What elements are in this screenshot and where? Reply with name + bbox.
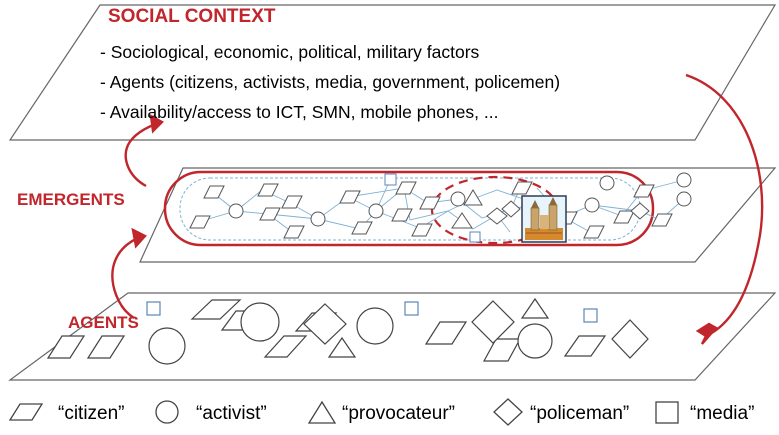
context-line-ict: - Availability/access to ICT, SMN, mobil…	[100, 102, 499, 122]
context-line-factors: - Sociological, economic, political, mil…	[100, 42, 480, 62]
social-context-title: SOCIAL CONTEXT	[108, 6, 276, 27]
provocateur-legend-icon	[307, 400, 337, 424]
legend-policeman-label: “policeman”	[530, 403, 630, 424]
legend-activist-label: “activist”	[196, 403, 267, 424]
emergents-boundary	[163, 170, 655, 247]
agents-plane	[8, 292, 777, 381]
citizen-legend-icon	[8, 403, 44, 421]
legend-shapes	[8, 398, 679, 426]
agents-to-social-arrow	[685, 73, 764, 338]
emergents-to-social-arrow	[124, 122, 157, 188]
social-context-plane	[8, 4, 777, 141]
emergents-inner-boundary	[179, 177, 641, 241]
agents-label: AGENTS	[68, 313, 139, 332]
legend-media-label: “media”	[690, 403, 755, 424]
emergents-label: EMERGENTS	[17, 190, 125, 209]
legend-provocateur-label: “provocateur”	[342, 403, 455, 424]
media-legend-icon	[655, 401, 679, 424]
feedback-arrows	[111, 73, 764, 345]
emergents-plane	[139, 167, 777, 263]
parliament-building-icon	[521, 195, 567, 243]
activist-legend-icon	[155, 400, 179, 424]
legend-citizen-label: “citizen”	[58, 403, 125, 424]
policeman-legend-icon	[493, 398, 523, 426]
agents-to-emergents-arrow	[111, 236, 139, 320]
agent-population	[46, 297, 649, 365]
context-line-agents: - Agents (citizens, activists, media, go…	[100, 72, 561, 92]
